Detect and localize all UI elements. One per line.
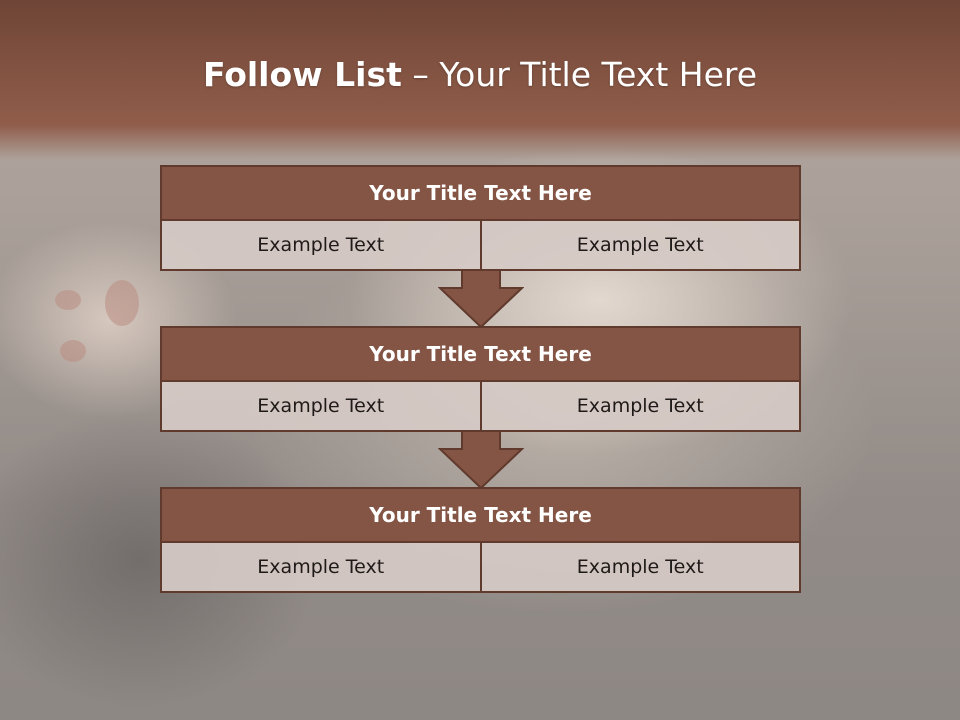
down-arrow-icon <box>438 431 524 489</box>
title-rest: – Your Title Text Here <box>401 55 758 94</box>
header-band <box>0 0 960 160</box>
block-title: Your Title Text Here <box>160 326 801 382</box>
paw-pad <box>55 290 81 310</box>
block-cell-right: Example Text <box>481 382 801 432</box>
block-row: Example Text Example Text <box>160 382 801 432</box>
block-cell-left: Example Text <box>160 543 482 593</box>
block-row: Example Text Example Text <box>160 543 801 593</box>
block-cell-right: Example Text <box>481 543 801 593</box>
paw-pad <box>60 340 86 362</box>
flow-block-3: Your Title Text Here Example Text Exampl… <box>160 487 801 593</box>
title-bold: Follow List <box>202 55 402 94</box>
block-cell-left: Example Text <box>160 221 482 271</box>
paw-pad <box>105 280 139 326</box>
down-arrow-icon <box>438 270 524 328</box>
block-cell-left: Example Text <box>160 382 482 432</box>
slide-title: Follow List – Your Title Text Here <box>0 55 960 94</box>
flow-block-2: Your Title Text Here Example Text Exampl… <box>160 326 801 432</box>
flow-block-1: Your Title Text Here Example Text Exampl… <box>160 165 801 271</box>
block-title: Your Title Text Here <box>160 165 801 221</box>
block-cell-right: Example Text <box>481 221 801 271</box>
block-row: Example Text Example Text <box>160 221 801 271</box>
block-title: Your Title Text Here <box>160 487 801 543</box>
